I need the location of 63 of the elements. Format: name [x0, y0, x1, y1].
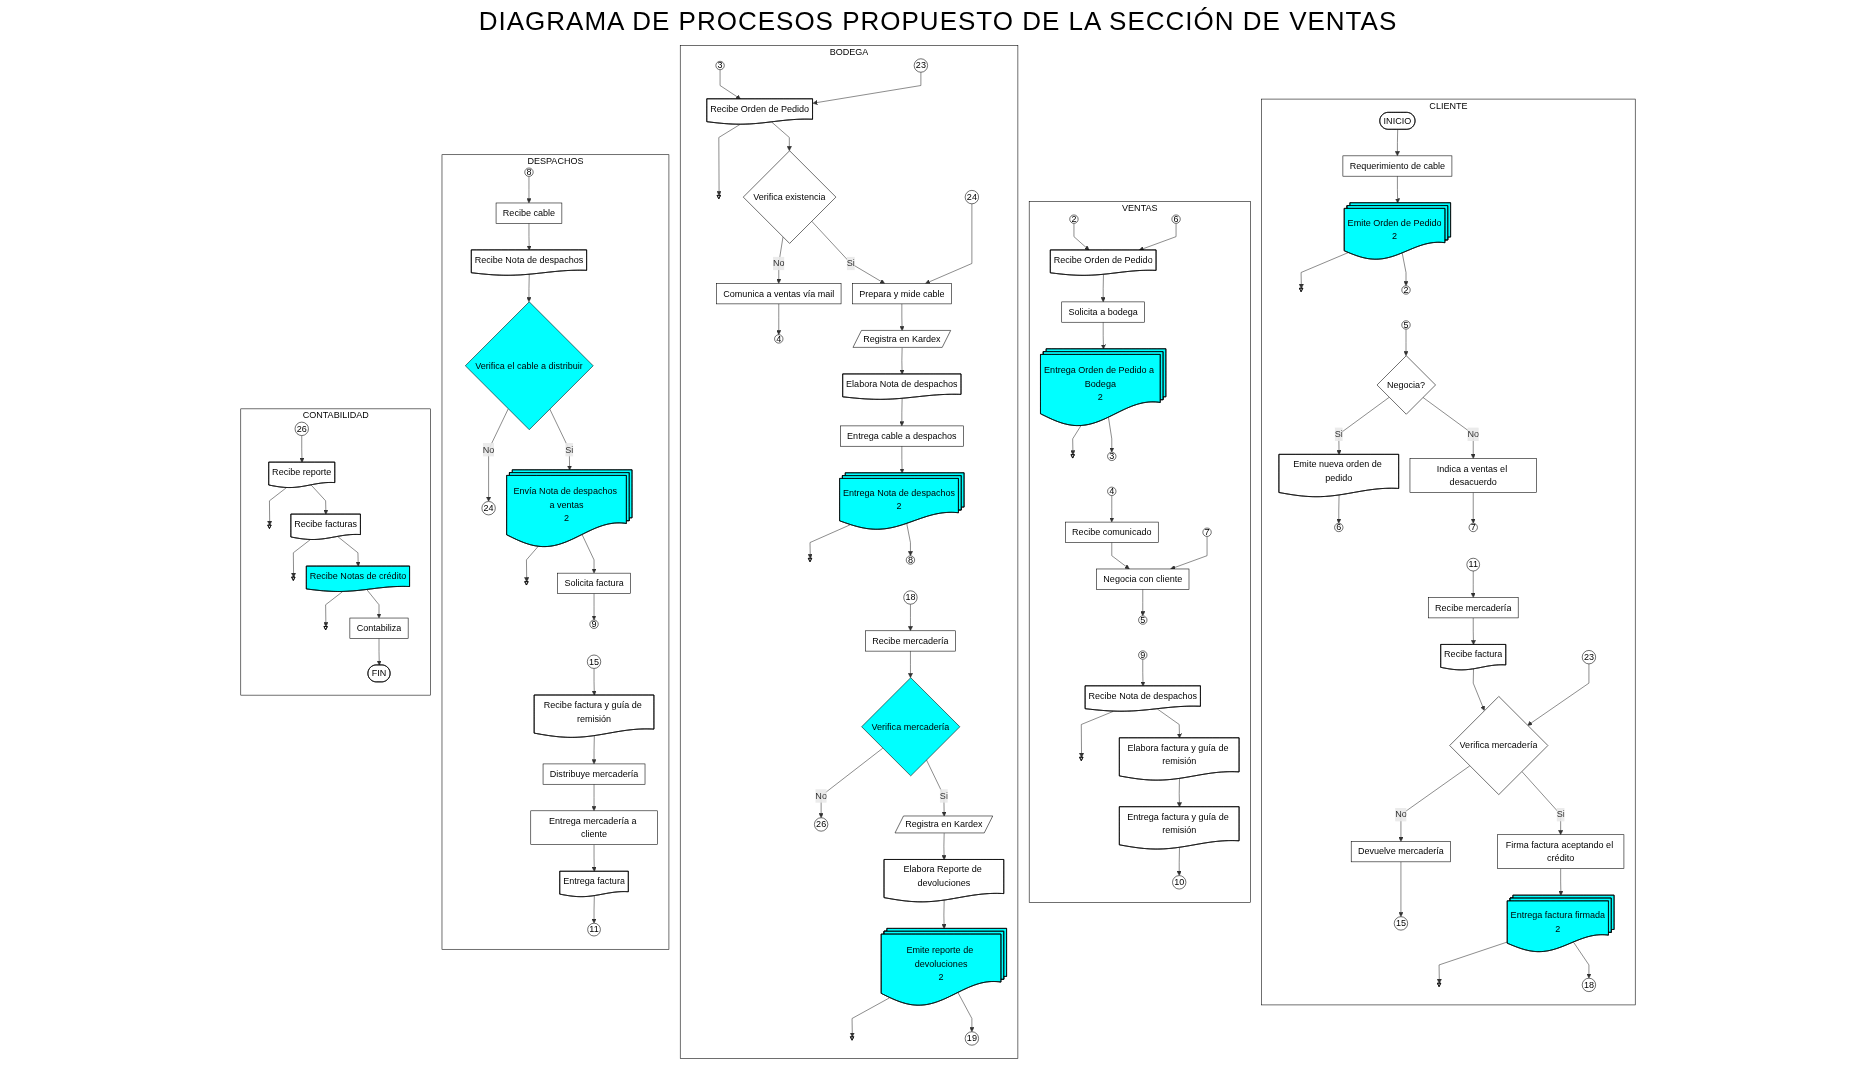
node-box: Contabiliza: [349, 617, 409, 639]
node-circle: 9: [589, 619, 599, 629]
node-box: Solicita factura: [557, 572, 631, 594]
node-box: Negocia con cliente: [1096, 568, 1190, 590]
node-circle: 18: [1581, 977, 1596, 992]
node-circle: 9: [1138, 650, 1148, 660]
node-circle: 24: [481, 501, 496, 516]
edge-label: Si: [846, 258, 855, 269]
node-box: Indica a ventas el desacuerdo: [1409, 458, 1537, 493]
node-circle: 11: [1466, 557, 1480, 572]
node-box: Solicita a bodega: [1061, 301, 1145, 323]
node-circle: 15: [587, 654, 602, 669]
node-circle: 26: [814, 817, 829, 832]
node-circle: 10: [1172, 875, 1187, 890]
edge-label: No: [482, 444, 495, 455]
node-box: Requerimiento de cable: [1342, 155, 1453, 177]
node-diamond: Verifica existencia: [743, 150, 837, 244]
node-box: Firma factura aceptando el crédito: [1497, 834, 1625, 869]
node-circle: 11: [587, 922, 601, 937]
node-box: Recibe cable: [495, 202, 563, 224]
node-diamond: Verifica mercadería: [1449, 696, 1549, 795]
node-circle: 15: [1393, 916, 1408, 931]
node-diamond: Verifica el cable a distribuir: [465, 301, 594, 430]
node-box: Entrega mercadería a cliente: [530, 810, 658, 845]
node-diamond: Verifica mercadería: [861, 677, 961, 777]
node-circle: 6: [1334, 523, 1344, 532]
node-box: Recibe mercadería: [865, 630, 956, 652]
node-box: Devuelve mercadería: [1350, 841, 1451, 863]
node-diamond: Negocia?: [1376, 355, 1436, 415]
node-box: Comunica a ventas vía mail: [716, 283, 842, 305]
edge-label: No: [773, 258, 785, 269]
node-circle: 23: [913, 58, 928, 73]
edge-label: No: [1467, 429, 1480, 439]
node-circle: 8: [905, 555, 915, 565]
node-circle: 6: [1171, 214, 1181, 224]
node-circle: 4: [1107, 486, 1117, 496]
edge-label: Si: [1334, 429, 1343, 439]
node-circle: 2: [1401, 285, 1411, 295]
node-circle: 19: [964, 1031, 979, 1046]
node-box: Recibe mercadería: [1428, 597, 1519, 619]
node-circle: 23: [1581, 650, 1596, 665]
node-circle: 8: [524, 167, 534, 177]
node-circle: 26: [294, 421, 309, 436]
node-circle: 24: [964, 190, 979, 205]
node-box: Recibe comunicado: [1065, 521, 1159, 543]
edge-label: No: [815, 790, 827, 801]
diagram-title: DIAGRAMA DE PROCESOS PROPUESTO DE LA SECCIÓN DE VENTAS: [477, 6, 1399, 37]
node-circle: 18: [903, 590, 918, 605]
node-circle: 4: [774, 334, 784, 344]
node-circle: 2: [1069, 214, 1079, 224]
node-circle: 3: [715, 61, 725, 70]
node-box: Distribuye mercadería: [542, 763, 646, 785]
node-circle: 3: [1107, 451, 1117, 461]
node-circle: 5: [1138, 615, 1148, 625]
node-circle: 5: [1401, 320, 1411, 330]
node-box: Prepara y mide cable: [852, 283, 952, 305]
edge-label: Si: [939, 790, 948, 801]
node-box: Entrega cable a despachos: [840, 425, 964, 447]
node-circle: 7: [1468, 523, 1478, 532]
edge-label: Si: [1556, 809, 1565, 820]
edge-label: No: [1395, 809, 1407, 820]
edge-label: Si: [565, 444, 574, 455]
node-circle: 7: [1202, 527, 1212, 537]
